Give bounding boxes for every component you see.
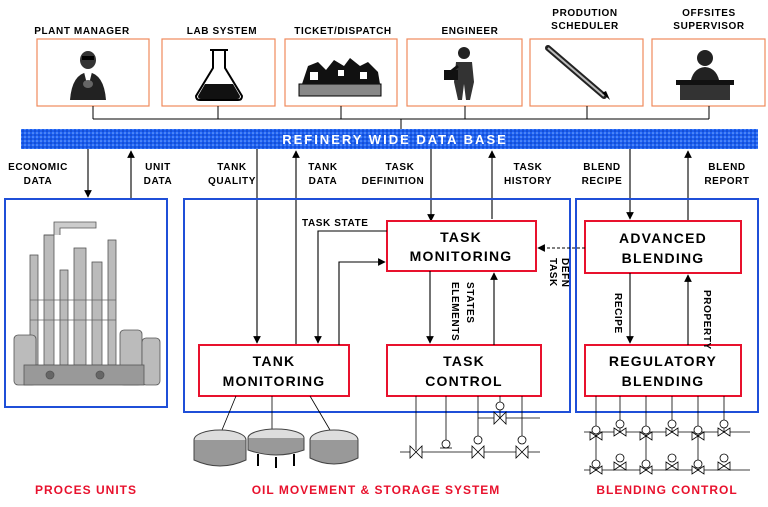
engineer-icon — [444, 47, 474, 100]
supervisor-podium-icon — [676, 50, 734, 100]
truck-fleet-icon — [298, 58, 382, 97]
tank-data-label-1: TANK — [308, 162, 338, 173]
ticket-dispatch-label: TICKET/DISPATCH — [294, 26, 392, 37]
task-monitoring-box — [386, 220, 537, 272]
blending-valve-network — [584, 396, 750, 475]
task-control-title-1: TASK — [443, 353, 485, 369]
task-monitoring-title-2: MONITORING — [410, 248, 513, 264]
economic-data-label-2: DATA — [24, 176, 53, 187]
task-control-title-2: CONTROL — [425, 373, 503, 389]
refinery-database-title: REFINERY WIDE DATA BASE — [282, 132, 508, 147]
economic-data-label-1: ECONOMIC — [8, 162, 68, 173]
regulatory-blending-title-2: BLENDING — [622, 373, 705, 389]
task-definition-label-1: TASK — [386, 162, 415, 173]
recipe-label: RECIPE — [612, 293, 623, 334]
blend-recipe-label-1: BLEND — [583, 162, 620, 173]
production-scheduler-label-1: PRODUTION — [552, 8, 617, 19]
task-definition-label-2: DEFINITION — [362, 176, 425, 187]
task-defn-label-1: TASK — [547, 258, 558, 287]
unit-data-label-2: DATA — [144, 176, 173, 187]
advanced-blending-box — [584, 220, 742, 274]
plant-manager-label: PLANT MANAGER — [34, 26, 130, 37]
unit-data-label-1: UNIT — [145, 162, 171, 173]
engineer-label: ENGINEER — [441, 26, 498, 37]
refinery-plant-icon — [13, 221, 161, 386]
proces-units-frame — [4, 198, 168, 408]
offsites-supervisor-label-1: OFFSITES — [682, 8, 736, 19]
offsites-supervisor-label-2: SUPERVISOR — [673, 21, 745, 32]
flask-icon — [194, 49, 244, 101]
states-label: STATES — [464, 282, 475, 324]
tank-quality-label-1: TANK — [217, 162, 247, 173]
storage-tank-icon-2 — [247, 428, 305, 468]
plant-manager-icon — [70, 51, 106, 100]
storage-tank-icon-3 — [309, 429, 359, 465]
tank-to-task-arrow — [338, 258, 386, 345]
refinery-database-bar — [21, 129, 758, 149]
pen-icon — [545, 45, 610, 100]
tank-monitoring-box — [198, 344, 350, 397]
blending-control-caption: BLENDING CONTROL — [596, 483, 737, 497]
regulatory-blending-box — [584, 344, 742, 397]
advanced-blending-title-2: BLENDING — [622, 250, 705, 266]
blend-recipe-label-2: RECIPE — [582, 176, 623, 187]
tank-monitoring-title-1: TANK — [253, 353, 296, 369]
storage-tank-icon-1 — [193, 429, 247, 467]
elements-label: ELEMENTS — [449, 282, 460, 341]
task-defn-label-2: DEFN — [559, 258, 570, 288]
task-history-label-1: TASK — [514, 162, 543, 173]
oil-movement-frame — [183, 198, 571, 413]
tank-data-label-2: DATA — [309, 176, 338, 187]
task-monitoring-title-1: TASK — [440, 229, 482, 245]
role-bus — [92, 106, 710, 129]
task-history-label-2: HISTORY — [504, 176, 552, 187]
blend-report-label-2: REPORT — [704, 176, 749, 187]
tank-quality-label-2: QUALITY — [208, 176, 256, 187]
task-control-valve-network — [400, 396, 540, 459]
proces-units-caption: PROCES UNITS — [35, 483, 137, 497]
blending-control-frame — [575, 198, 759, 413]
advanced-blending-title-1: ADVANCED — [619, 230, 707, 246]
lab-system-label: LAB SYSTEM — [187, 26, 257, 37]
production-scheduler-label-2: SCHEDULER — [551, 21, 619, 32]
oil-movement-caption: OIL MOVEMENT & STORAGE SYSTEM — [252, 483, 501, 497]
tank-monitoring-title-2: MONITORING — [223, 373, 326, 389]
task-control-box — [386, 344, 542, 397]
blend-report-label-1: BLEND — [708, 162, 745, 173]
regulatory-blending-title-1: REGULATORY — [609, 353, 717, 369]
property-label: PROPERTY — [701, 290, 712, 350]
task-state-arrow — [314, 230, 387, 344]
tank-feed-lines — [221, 395, 331, 431]
task-state-label: TASK STATE — [302, 218, 369, 229]
